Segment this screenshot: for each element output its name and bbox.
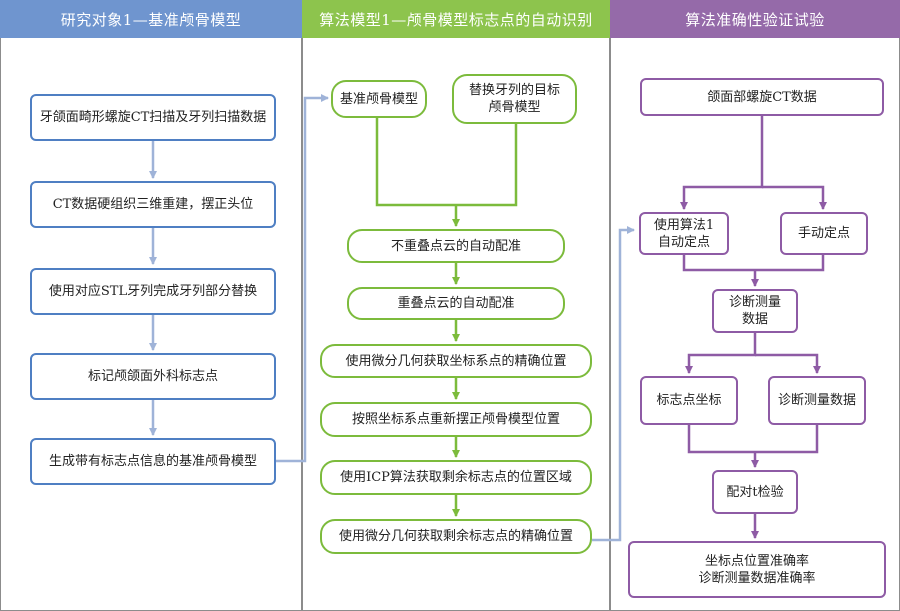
split-diagnosis xyxy=(685,333,757,374)
node-paired-ttest: 配对t检验 xyxy=(712,470,798,514)
node-coordinate-points: 使用微分几何获取坐标系点的精确位置 xyxy=(320,344,592,378)
node-accuracy-results: 坐标点位置准确率 诊断测量数据准确率 xyxy=(628,541,886,598)
node-overlap-registration: 重叠点云的自动配准 xyxy=(347,287,565,320)
node-manual-landmark: 手动定点 xyxy=(780,212,868,255)
arrows-subject xyxy=(149,94,635,542)
node-algorithm-auto: 使用算法1 自动定点 xyxy=(639,212,729,255)
node-target-skull: 替换牙列的目标 颅骨模型 xyxy=(452,74,577,124)
column-header-subject: 研究对象1—基准颅骨模型 xyxy=(0,0,302,38)
node-maxillofacial-ct: 颌面部螺旋CT数据 xyxy=(640,78,884,116)
column-header-algorithm: 算法模型1—颅骨模型标志点的自动识别 xyxy=(302,0,610,38)
node-dentition-replacement: 使用对应STL牙列完成牙列部分替换 xyxy=(30,268,276,315)
arrows-validation xyxy=(680,116,827,539)
node-diagnostic-measure: 诊断测量数据 xyxy=(768,376,866,425)
split-ct-manual xyxy=(762,185,827,210)
node-3d-reconstruction: CT数据硬组织三维重建，摆正头位 xyxy=(30,181,276,228)
merge-line-left xyxy=(375,118,518,207)
node-icp-region: 使用ICP算法获取剩余标志点的位置区域 xyxy=(320,460,592,495)
split-ct xyxy=(680,116,764,210)
node-landmark-coords: 标志点坐标 xyxy=(640,376,738,425)
arrow-to-algorithm xyxy=(275,94,329,463)
split-diagnosis-right xyxy=(755,353,821,374)
node-diagnostic-data: 诊断测量 数据 xyxy=(712,289,798,333)
node-nonoverlap-registration: 不重叠点云的自动配准 xyxy=(347,229,565,263)
node-reference-skull: 基准颅骨模型 xyxy=(331,80,427,118)
node-ct-scan-data: 牙颌面畸形螺旋CT扫描及牙列扫描数据 xyxy=(30,94,276,141)
node-reorient-skull: 按照坐标系点重新摆正颅骨模型位置 xyxy=(320,402,592,437)
arrows-algorithm xyxy=(375,118,518,517)
arrow-to-validation xyxy=(592,226,635,542)
merge-ttest xyxy=(687,425,819,454)
node-reference-model: 生成带有标志点信息的基准颅骨模型 xyxy=(30,438,276,485)
node-remaining-landmarks: 使用微分几何获取剩余标志点的精确位置 xyxy=(320,519,592,554)
node-mark-landmarks: 标记颅颌面外科标志点 xyxy=(30,353,276,400)
column-header-validation: 算法准确性验证试验 xyxy=(610,0,900,38)
merge-diagnosis xyxy=(682,255,825,272)
